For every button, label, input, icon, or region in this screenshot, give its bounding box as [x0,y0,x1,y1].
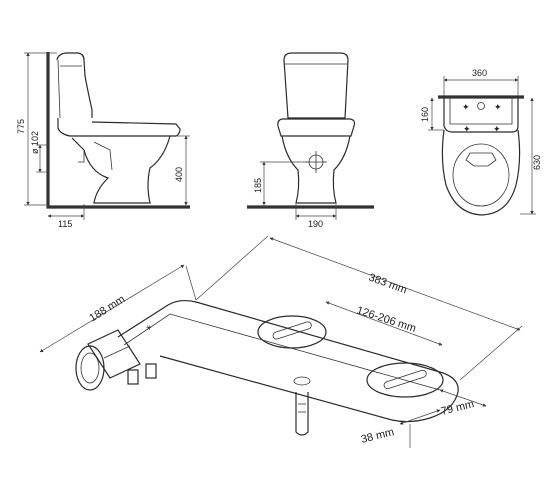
dim-102-label: ø 102 [30,131,40,154]
dim-160-label: 160 [420,107,430,122]
dim-383-label: 383 mm [367,272,408,297]
svg-text:✦: ✦ [462,102,470,112]
front-view-toilet: 185 190 [247,52,374,229]
slot-right [383,369,427,390]
knob-body [87,329,141,379]
dim-775-label: 775 [16,119,26,134]
slot-left [272,321,312,340]
top-bowl-outline [441,129,521,216]
front-seat [277,118,356,137]
svg-text:✦: ✦ [493,124,501,134]
top-view-toilet: ✦ ✦ ✦ ✦ 360 160 630 [420,68,542,216]
side-bowl [71,135,171,204]
bidet-dimensions: 383 mm 188 mm 126-206 mm 79 mm 38 mm [39,235,523,448]
side-wall-floor [46,52,190,209]
bidet-plate [117,299,459,423]
side-seat [57,118,181,137]
dim-360-label: 360 [472,68,487,78]
connector-2 [145,363,157,379]
top-bowl-inner [452,143,510,207]
front-tank [283,52,349,119]
svg-text:✦: ✦ [463,124,471,134]
dim-190-label: 190 [308,219,323,229]
dim-400-label: 400 [174,167,184,182]
top-tank [443,98,519,133]
hole-left [257,315,327,349]
svg-text:✦: ✦ [494,102,502,112]
water-drop-icon: ⚹ [146,322,152,332]
hole-right [366,362,444,398]
dim-188-label: 188 mm [87,293,127,324]
dim-115-label: 115 [58,219,72,229]
dim-630-label: 630 [532,155,542,170]
front-bowl [281,135,351,204]
dim-185-label: 185 [253,178,263,193]
dim-79-label: 79 mm [440,398,476,418]
connector-1 [127,369,139,385]
nozzle [295,392,309,436]
dim-126-206-label: 126-206 mm [355,304,417,334]
side-view-toilet: 775 ø 102 400 115 [16,52,190,229]
dim-38-label: 38 mm [360,426,396,446]
side-tank [56,52,93,118]
